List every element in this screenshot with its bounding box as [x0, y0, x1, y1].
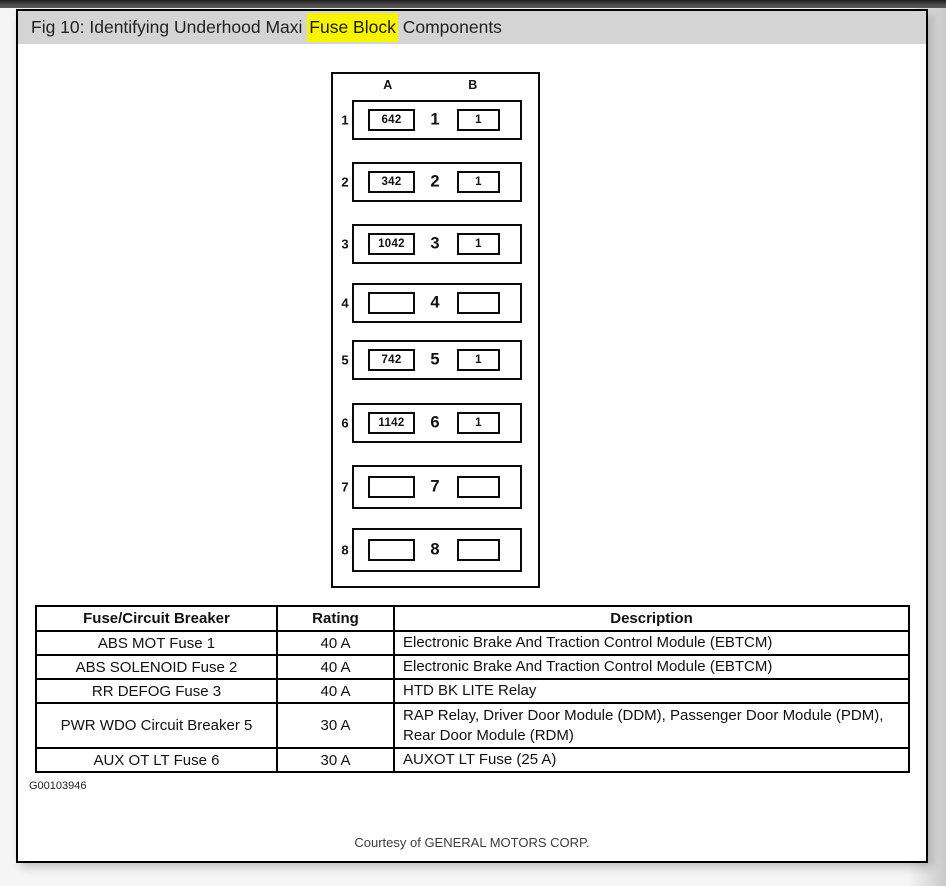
fuse-slot-b	[457, 476, 500, 498]
fuse-position-number: 4	[430, 293, 440, 312]
fuse-row-7: 7 7	[341, 465, 522, 509]
row-index: 5	[341, 352, 349, 368]
row-index: 3	[341, 236, 349, 252]
fuse-slot-a	[368, 292, 415, 314]
fuse-position-number: 1	[430, 110, 440, 129]
fuse-slot-a: 342	[368, 171, 415, 193]
fuse-position-number: 7	[430, 477, 440, 496]
rating-cell: 40 A	[276, 630, 395, 656]
rating-cell: 30 A	[276, 702, 395, 749]
rating-cell: 40 A	[276, 678, 395, 704]
fuse-slot-a: 1042	[368, 233, 415, 255]
table-row: RR DEFOG Fuse 3 40 A HTD BK LITE Relay	[35, 678, 910, 704]
fuse-position-number: 5	[430, 350, 440, 369]
fuse-slot-b: 1	[457, 171, 500, 193]
table-row: AUX OT LT Fuse 6 30 A AUXOT LT Fuse (25 …	[35, 747, 910, 773]
courtesy-line: Courtesy of GENERAL MOTORS CORP.	[354, 835, 590, 850]
description-cell: Electronic Brake And Traction Control Mo…	[393, 654, 910, 680]
header-fuse-circuit-breaker: Fuse/Circuit Breaker	[35, 605, 278, 632]
row-index: 1	[341, 112, 349, 128]
row-index: 6	[341, 415, 349, 431]
header-rating: Rating	[276, 605, 395, 632]
fuse-name-cell: ABS SOLENOID Fuse 2	[35, 654, 278, 680]
fuse-row-5: 5 742 5 1	[341, 340, 522, 380]
fuse-position-number: 6	[430, 413, 440, 432]
fuse-slot-a	[368, 539, 415, 561]
row-index: 4	[341, 295, 349, 311]
fuse-slot-a: 642	[368, 109, 415, 131]
description-cell: RAP Relay, Driver Door Module (DDM), Pas…	[393, 702, 910, 749]
rating-cell: 40 A	[276, 654, 395, 680]
fuse-row-2: 2 342 2 1	[341, 162, 522, 202]
row-index: 7	[341, 479, 349, 495]
fuse-name-cell: PWR WDO Circuit Breaker 5	[35, 702, 278, 749]
fuse-position-number: 8	[430, 540, 440, 559]
fuse-slot-a: 742	[368, 349, 415, 371]
fuse-position-number: 2	[430, 172, 440, 191]
figure-id: G00103946	[29, 780, 87, 792]
column-label-a: A	[383, 78, 393, 92]
document-page: Fig 10: Identifying Underhood Maxi Fuse …	[16, 9, 928, 863]
fuse-slot-b: 1	[457, 349, 500, 371]
fuse-row-8: 8 8	[341, 528, 522, 572]
figure-title-bar: Fig 10: Identifying Underhood Maxi Fuse …	[18, 11, 926, 44]
fuse-slot-b: 1	[457, 412, 500, 434]
header-description: Description	[393, 605, 910, 632]
column-label-b: B	[468, 78, 478, 92]
fuse-slot-b: 1	[457, 109, 500, 131]
fuse-slot-b	[457, 292, 500, 314]
figure-title-prefix: Fig 10: Identifying Underhood Maxi	[31, 17, 308, 37]
description-cell: Electronic Brake And Traction Control Mo…	[393, 630, 910, 656]
row-index: 8	[341, 542, 349, 558]
fuse-position-number: 3	[430, 234, 440, 253]
fuse-slot-a: 1142	[368, 412, 415, 434]
window-top-edge	[0, 0, 946, 8]
fuse-slot-a	[368, 476, 415, 498]
row-index: 2	[341, 174, 349, 190]
fuse-name-cell: ABS MOT Fuse 1	[35, 630, 278, 656]
figure-title-highlight: Fuse Block	[307, 13, 398, 42]
description-cell: AUXOT LT Fuse (25 A)	[393, 747, 910, 773]
table-row: ABS MOT Fuse 1 40 A Electronic Brake And…	[35, 630, 910, 656]
fuse-row-1: 1 642 1 1	[341, 100, 522, 140]
fuse-name-cell: AUX OT LT Fuse 6	[35, 747, 278, 773]
components-table: Fuse/Circuit Breaker Rating Description …	[35, 605, 910, 773]
fuse-slot-b	[457, 539, 500, 561]
table-row: ABS SOLENOID Fuse 2 40 A Electronic Brak…	[35, 654, 910, 680]
fuse-row-4: 4 4	[341, 283, 522, 323]
table-row: PWR WDO Circuit Breaker 5 30 A RAP Relay…	[35, 702, 910, 749]
fuse-slot-b: 1	[457, 233, 500, 255]
rating-cell: 30 A	[276, 747, 395, 773]
fuse-name-cell: RR DEFOG Fuse 3	[35, 678, 278, 704]
fuse-row-6: 6 1142 6 1	[341, 403, 522, 443]
table-header-row: Fuse/Circuit Breaker Rating Description	[35, 605, 910, 632]
fuse-row-3: 3 1042 3 1	[341, 224, 522, 264]
figure-title-suffix: Components	[397, 17, 502, 37]
fuse-block-diagram: A B 1 642 1 1 2 342 2 1 3 1042 3 1 4 4 5	[331, 72, 540, 588]
description-cell: HTD BK LITE Relay	[393, 678, 910, 704]
